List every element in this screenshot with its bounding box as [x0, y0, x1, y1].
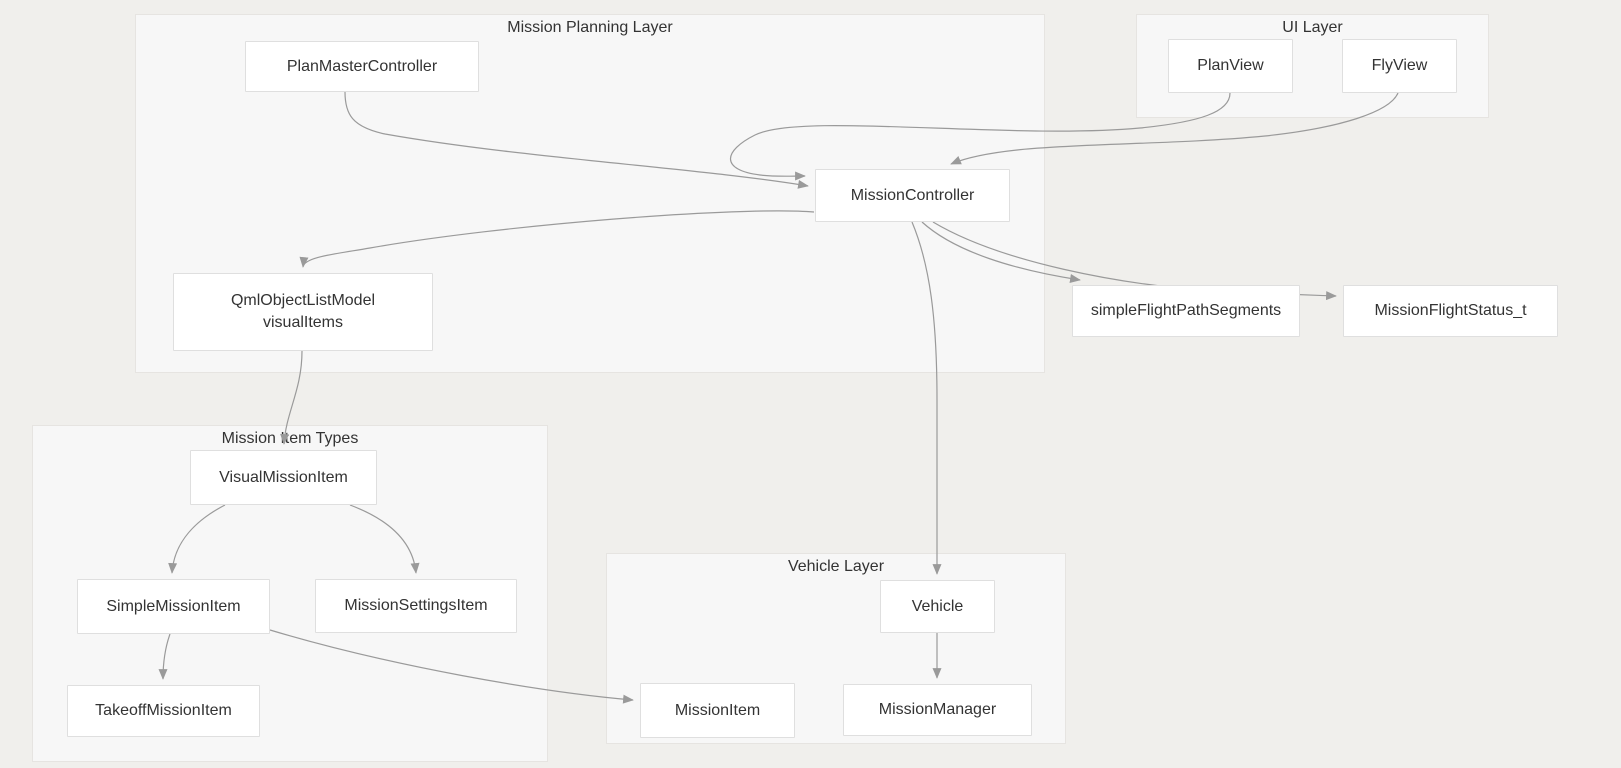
node-label: MissionSettingsItem: [344, 597, 488, 615]
cluster-title-ui-layer: UI Layer: [1282, 19, 1343, 36]
edge-visualmissionitem-to-missionsettingsitem: [349, 504, 420, 574]
node-label-line2: visualItems: [262, 314, 344, 331]
node-vehicle: Vehicle: [880, 580, 995, 633]
cluster-title-vehicle-layer: Vehicle Layer: [787, 558, 885, 575]
node-label: MissionItem: [674, 701, 761, 719]
edge-flyview-to-missioncontroller: [950, 92, 1399, 165]
node-mission-settings-item: MissionSettingsItem: [315, 579, 517, 633]
node-takeoff-mission-item: TakeoffMissionItem: [67, 685, 260, 737]
node-label: VisualMissionItem: [219, 468, 348, 486]
node-plan-master-controller: PlanMasterController: [245, 41, 479, 92]
cluster-title-mission-item-types: Mission Item Types: [221, 430, 359, 447]
edge-missioncontroller-to-qmlobjectlistmodel: [299, 210, 815, 268]
edge-missioncontroller-to-simpleflightpathsegments: [921, 221, 1081, 283]
node-qml-object-list-model: QmlObjectListModel visualItems: [173, 273, 433, 351]
node-label: QmlObjectListModel: [230, 292, 376, 310]
node-simple-mission-item: SimpleMissionItem: [77, 579, 270, 634]
cluster-title-mission-planning-layer: Mission Planning Layer: [507, 19, 673, 36]
edge-simplemissionitem-to-takeoffmissionitem: [158, 633, 171, 680]
node-fly-view: FlyView: [1342, 39, 1457, 93]
node-label: PlanMasterController: [286, 57, 438, 75]
edge-planview-to-missioncontroller: [729, 92, 1231, 181]
node-mission-item: MissionItem: [640, 683, 795, 738]
node-label: Vehicle: [911, 597, 964, 615]
node-label: MissionFlightStatus_t: [1374, 302, 1527, 320]
node-label: MissionManager: [878, 701, 997, 719]
edge-simplemissionitem-to-missionitem: [269, 629, 634, 704]
node-mission-manager: MissionManager: [843, 684, 1032, 736]
node-visual-mission-item: VisualMissionItem: [190, 450, 377, 505]
node-label: TakeoffMissionItem: [95, 702, 232, 720]
node-mission-controller: MissionController: [815, 169, 1010, 222]
node-simple-flight-path-segments: simpleFlightPathSegments: [1072, 285, 1300, 337]
edge-planmastercontroller-to-missioncontroller: [344, 91, 809, 189]
node-label: PlanView: [1197, 57, 1264, 75]
node-plan-view: PlanView: [1168, 39, 1293, 93]
node-label: simpleFlightPathSegments: [1090, 302, 1282, 320]
node-label: MissionController: [850, 186, 975, 204]
edge-qmlobjectlistmodel-to-visualmissionitem: [280, 350, 303, 445]
node-mission-flight-status-t: MissionFlightStatus_t: [1343, 285, 1558, 337]
node-label: SimpleMissionItem: [106, 597, 241, 615]
edge-visualmissionitem-to-simplemissionitem: [168, 504, 226, 574]
edge-missioncontroller-to-vehicle: [911, 221, 942, 575]
node-label: FlyView: [1371, 57, 1428, 75]
